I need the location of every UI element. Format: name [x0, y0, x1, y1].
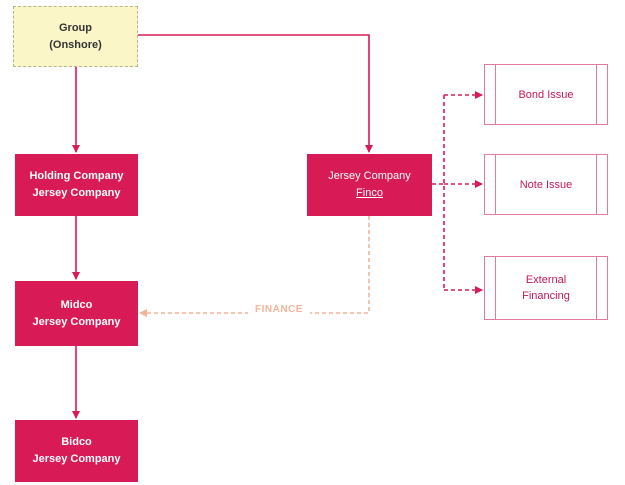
note-issue-label: Note Issue	[519, 178, 573, 191]
bidco-title: Bidco	[61, 436, 92, 448]
finance-flow-arrow	[139, 216, 370, 317]
midco-title: Midco	[60, 298, 93, 311]
external-financing-line1: External	[525, 274, 567, 286]
holding-company-subtitle: Jersey Company	[32, 187, 121, 199]
group-onshore-node: Group (Onshore)	[13, 6, 138, 67]
finco-subtitle: Finco	[356, 187, 383, 199]
finance-label: FINANCE	[248, 304, 310, 315]
holding-company-node: Holding Company Jersey Company	[15, 154, 138, 216]
bond-issue-node: Bond Issue	[484, 64, 608, 125]
bidco-node: Bidco Jersey Company	[15, 420, 138, 482]
finco-financing-branches	[432, 91, 483, 294]
note-issue-node: Note Issue	[484, 154, 608, 215]
finco-node: Jersey Company Finco	[307, 154, 432, 216]
arrow-group-to-finco	[138, 34, 373, 153]
bidco-subtitle: Jersey Company	[32, 453, 121, 465]
group-subtitle: (Onshore)	[49, 38, 102, 51]
midco-node: Midco Jersey Company	[15, 281, 138, 346]
external-financing-line2: Financing	[522, 290, 570, 302]
finco-title: Jersey Company	[328, 170, 411, 182]
holding-company-title: Holding Company	[29, 170, 124, 182]
group-title: Group	[59, 21, 92, 34]
external-financing-node: External Financing	[484, 256, 608, 320]
midco-subtitle: Jersey Company	[32, 315, 121, 328]
bond-issue-label: Bond Issue	[518, 88, 574, 101]
